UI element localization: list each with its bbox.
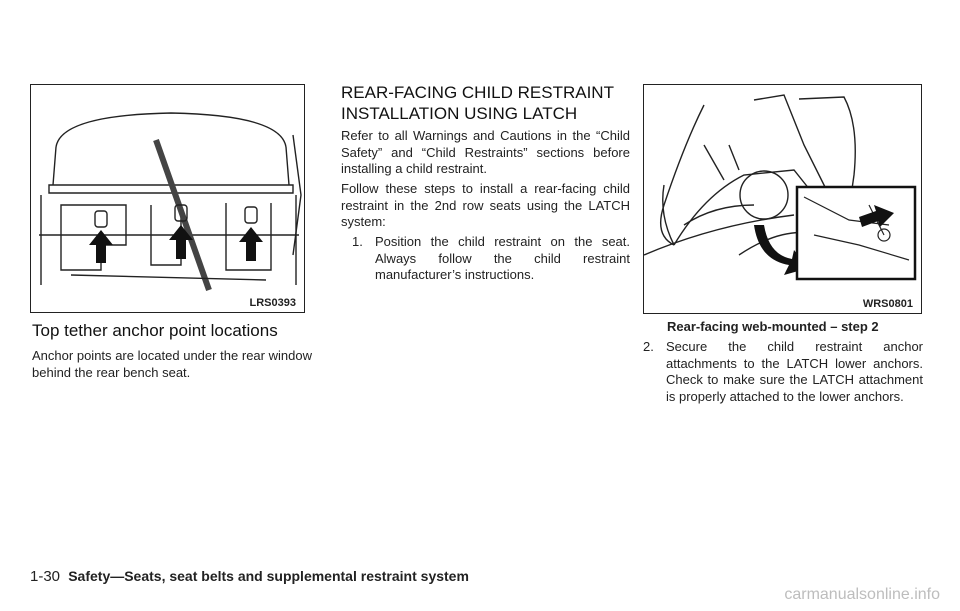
figure-code: WRS0801 [862, 298, 913, 310]
figure-rear-facing-step2: WRS0801 [643, 84, 922, 314]
section-heading: Top tether anchor point locations [32, 321, 278, 340]
section-heading: REAR-FACING CHILD RESTRAINT INSTALLATION… [341, 82, 631, 124]
page-number: 1-30 [30, 568, 61, 585]
figure-caption: Rear-facing web-mounted – step 2 [667, 319, 879, 334]
step-text: Position the child restraint on the seat… [375, 234, 630, 282]
step-number: 2. [643, 339, 654, 354]
seat-anchor-illustration [39, 112, 302, 291]
page-footer: 1-30 Safety—Seats, seat belts and supple… [30, 568, 469, 585]
watermark: carmanualsonline.info [784, 586, 940, 603]
heading-line: INSTALLATION USING LATCH [341, 104, 578, 123]
body-text: Anchor points are located under the rear… [32, 348, 312, 380]
figure-top-tether-anchors: LRS0393 [30, 84, 305, 313]
step-item: 2. Secure the child restraint anchor att… [643, 339, 923, 405]
step-number: 1. [352, 234, 363, 249]
paragraph: Refer to all Warnings and Cautions in th… [341, 128, 630, 176]
child-seat-illustration [644, 94, 917, 281]
figure-code: LRS0393 [249, 297, 296, 309]
paragraph: Follow these steps to install a rear-fac… [341, 181, 630, 229]
step-item: 1. Position the child restraint on the s… [352, 234, 630, 284]
step-text: Secure the child restraint anchor attach… [666, 339, 923, 404]
heading-line: REAR-FACING CHILD RESTRAINT [341, 83, 614, 102]
section-title: Safety—Seats, seat belts and supplementa… [68, 568, 469, 584]
